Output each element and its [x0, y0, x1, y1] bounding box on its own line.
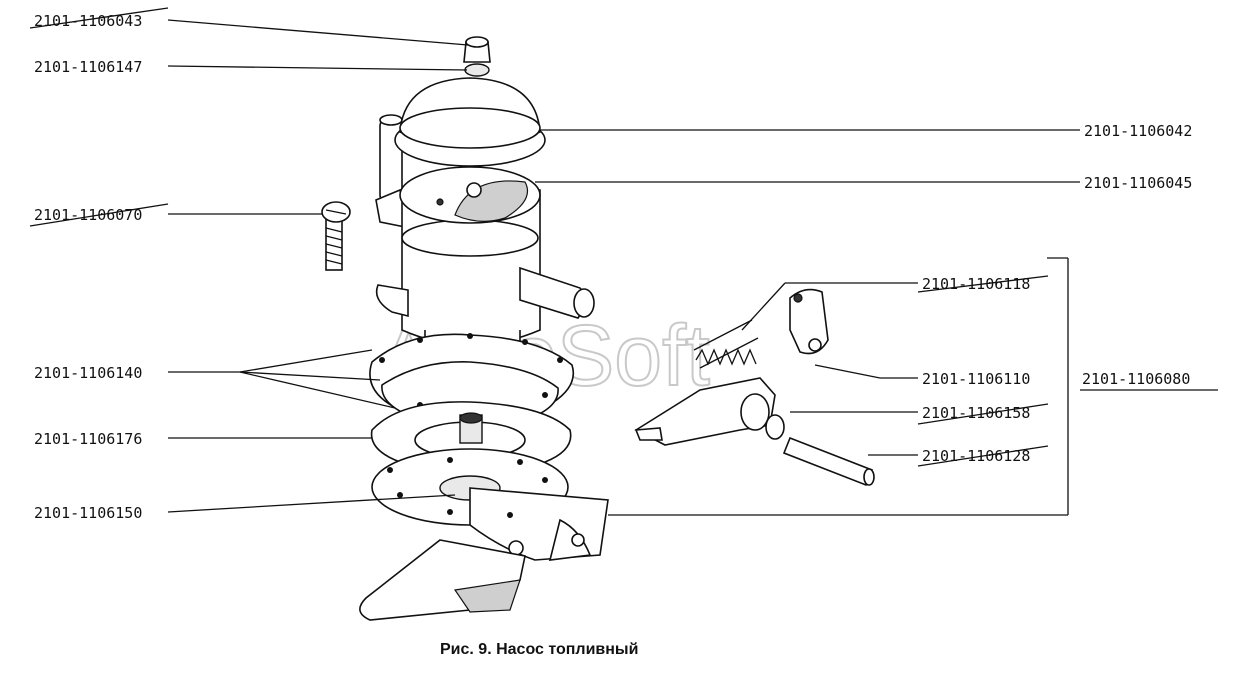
- label-1106128: 2101-1106128: [922, 447, 1030, 465]
- label-1106110: 2101-1106110: [922, 370, 1030, 388]
- filter-hole: [436, 198, 444, 206]
- outlet-pipe-end: [573, 288, 595, 318]
- label-1106042: 2101-1106042: [1084, 122, 1192, 140]
- label-1106176: 2101-1106176: [34, 430, 142, 448]
- label-1106158: 2101-1106158: [922, 404, 1030, 422]
- lever-shadow: [453, 579, 521, 613]
- part-labels: 2101-1106043 2101-1106147 2101-1106070 2…: [34, 12, 1192, 522]
- cap-rim: [399, 107, 541, 149]
- label-1106140: 2101-1106140: [34, 364, 142, 382]
- link-hole: [808, 338, 822, 352]
- link-pin: [793, 293, 803, 303]
- mount-hole: [571, 533, 585, 547]
- label-1106118: 2101-1106118: [922, 275, 1030, 293]
- lever-pin: [782, 436, 874, 487]
- drive-lever: [634, 377, 776, 446]
- housing-lug: [375, 284, 409, 318]
- housing-ring: [401, 219, 539, 257]
- link-plate: [789, 288, 829, 355]
- label-1106070: 2101-1106070: [34, 206, 142, 224]
- label-1106045: 2101-1106045: [1084, 174, 1192, 192]
- label-1106043: 2101-1106043: [34, 12, 142, 30]
- fuel-pump-assembly: [359, 36, 609, 621]
- washer: [464, 63, 490, 77]
- lever-pin-end: [863, 468, 875, 486]
- screw-part: [321, 201, 351, 271]
- label-1106150: 2101-1106150: [34, 504, 142, 522]
- lever-tip: [634, 427, 663, 441]
- cap-bolt-head: [465, 36, 489, 48]
- figure-caption: Рис. 9. Насос топливный: [440, 641, 638, 658]
- lever-spring: [693, 319, 759, 369]
- filter-center: [466, 182, 482, 198]
- label-strikes: [29, 7, 1218, 467]
- lever-washer: [765, 414, 785, 440]
- label-1106147: 2101-1106147: [34, 58, 142, 76]
- leader-lines: [167, 19, 1080, 516]
- drive-lever-group: [634, 288, 875, 487]
- inlet-pipe-end: [379, 114, 403, 126]
- lever-eye: [740, 393, 770, 431]
- label-1106080: 2101-1106080: [1082, 370, 1190, 388]
- pushrod-top: [459, 412, 483, 424]
